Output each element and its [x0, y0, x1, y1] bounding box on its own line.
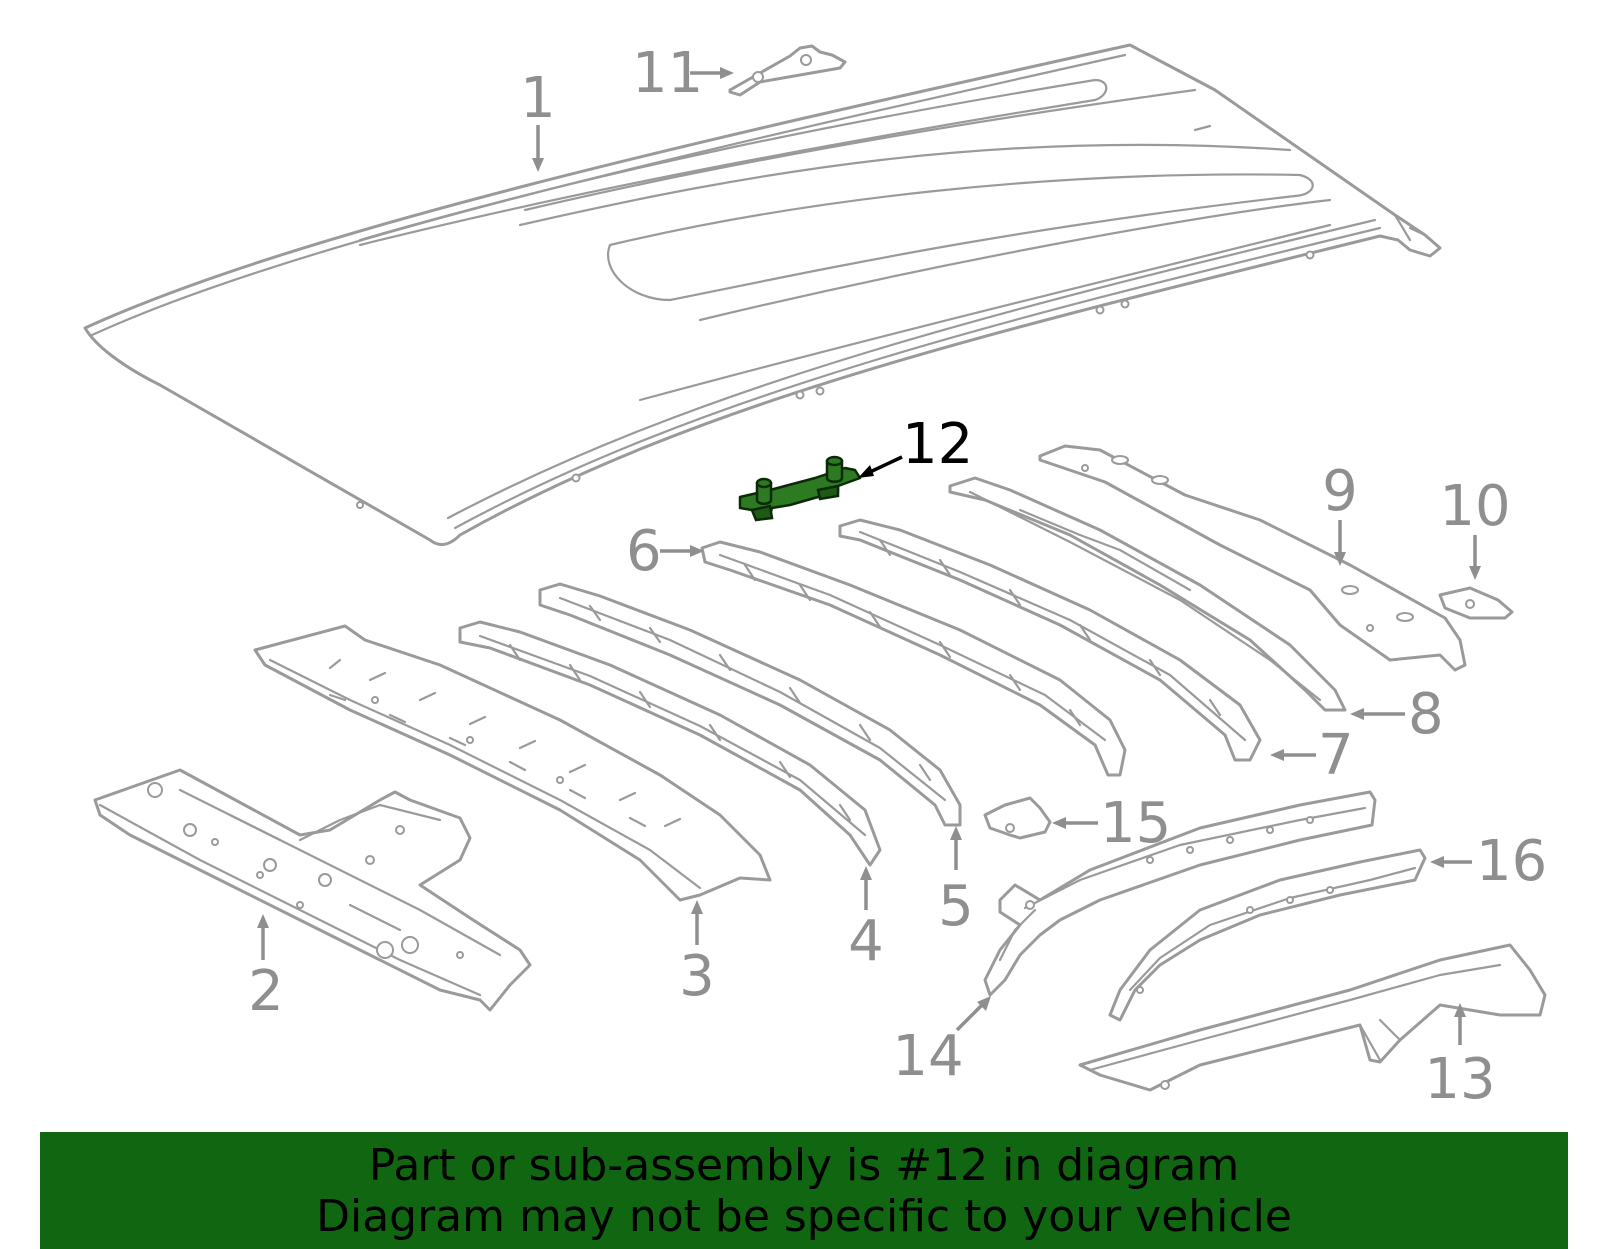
callout-8: 8 [1408, 682, 1444, 747]
callout-11: 11 [632, 41, 703, 106]
callout-labels: 1 11 12 6 9 10 8 7 15 5 4 3 2 16 14 13 [248, 41, 1547, 1112]
banner-line-1: Part or sub-assembly is #12 in diagram [368, 1139, 1240, 1191]
callout-14: 14 [892, 1024, 963, 1089]
callout-15: 15 [1100, 791, 1171, 856]
part-5-roof-bow [538, 582, 962, 827]
part-12-highlighted-bracket [738, 455, 862, 522]
part-16-side-rail [1108, 848, 1427, 1022]
callout-16: 16 [1476, 829, 1547, 894]
part-6-roof-bow [700, 540, 1127, 777]
part-9-rail [1038, 444, 1467, 672]
callout-12: 12 [902, 412, 973, 477]
part-7-roof-bow [838, 518, 1262, 762]
part-4-roof-bow [458, 620, 882, 867]
banner-line-2: Diagram may not be specific to your vehi… [316, 1190, 1292, 1242]
part-3-roof-bow-wide [253, 624, 772, 902]
callout-10: 10 [1439, 474, 1510, 539]
callout-arrows [257, 67, 1481, 1045]
callout-6: 6 [626, 519, 662, 584]
callout-4: 4 [848, 909, 884, 974]
callout-1: 1 [520, 66, 556, 131]
part-notice-banner: Part or sub-assembly is #12 in diagram D… [40, 1132, 1568, 1249]
callout-3: 3 [679, 944, 715, 1009]
callout-7: 7 [1318, 723, 1354, 788]
part-2-front-header [93, 768, 532, 1012]
part-14-side-rail [983, 790, 1377, 997]
part-10-plate [1438, 586, 1514, 620]
callout-2: 2 [248, 959, 284, 1024]
callout-13: 13 [1424, 1047, 1495, 1112]
part-8-roof-bow [948, 476, 1347, 712]
part-13-lower-rail [1078, 943, 1547, 1092]
callout-5: 5 [938, 874, 974, 939]
part-11-bracket [728, 44, 847, 97]
part-1-roof-panel [83, 43, 1442, 547]
part-15-bracket [983, 796, 1052, 840]
parts-diagram: 1 11 12 6 9 10 8 7 15 5 4 3 2 16 14 13 [83, 41, 1547, 1112]
callout-9: 9 [1322, 459, 1358, 524]
